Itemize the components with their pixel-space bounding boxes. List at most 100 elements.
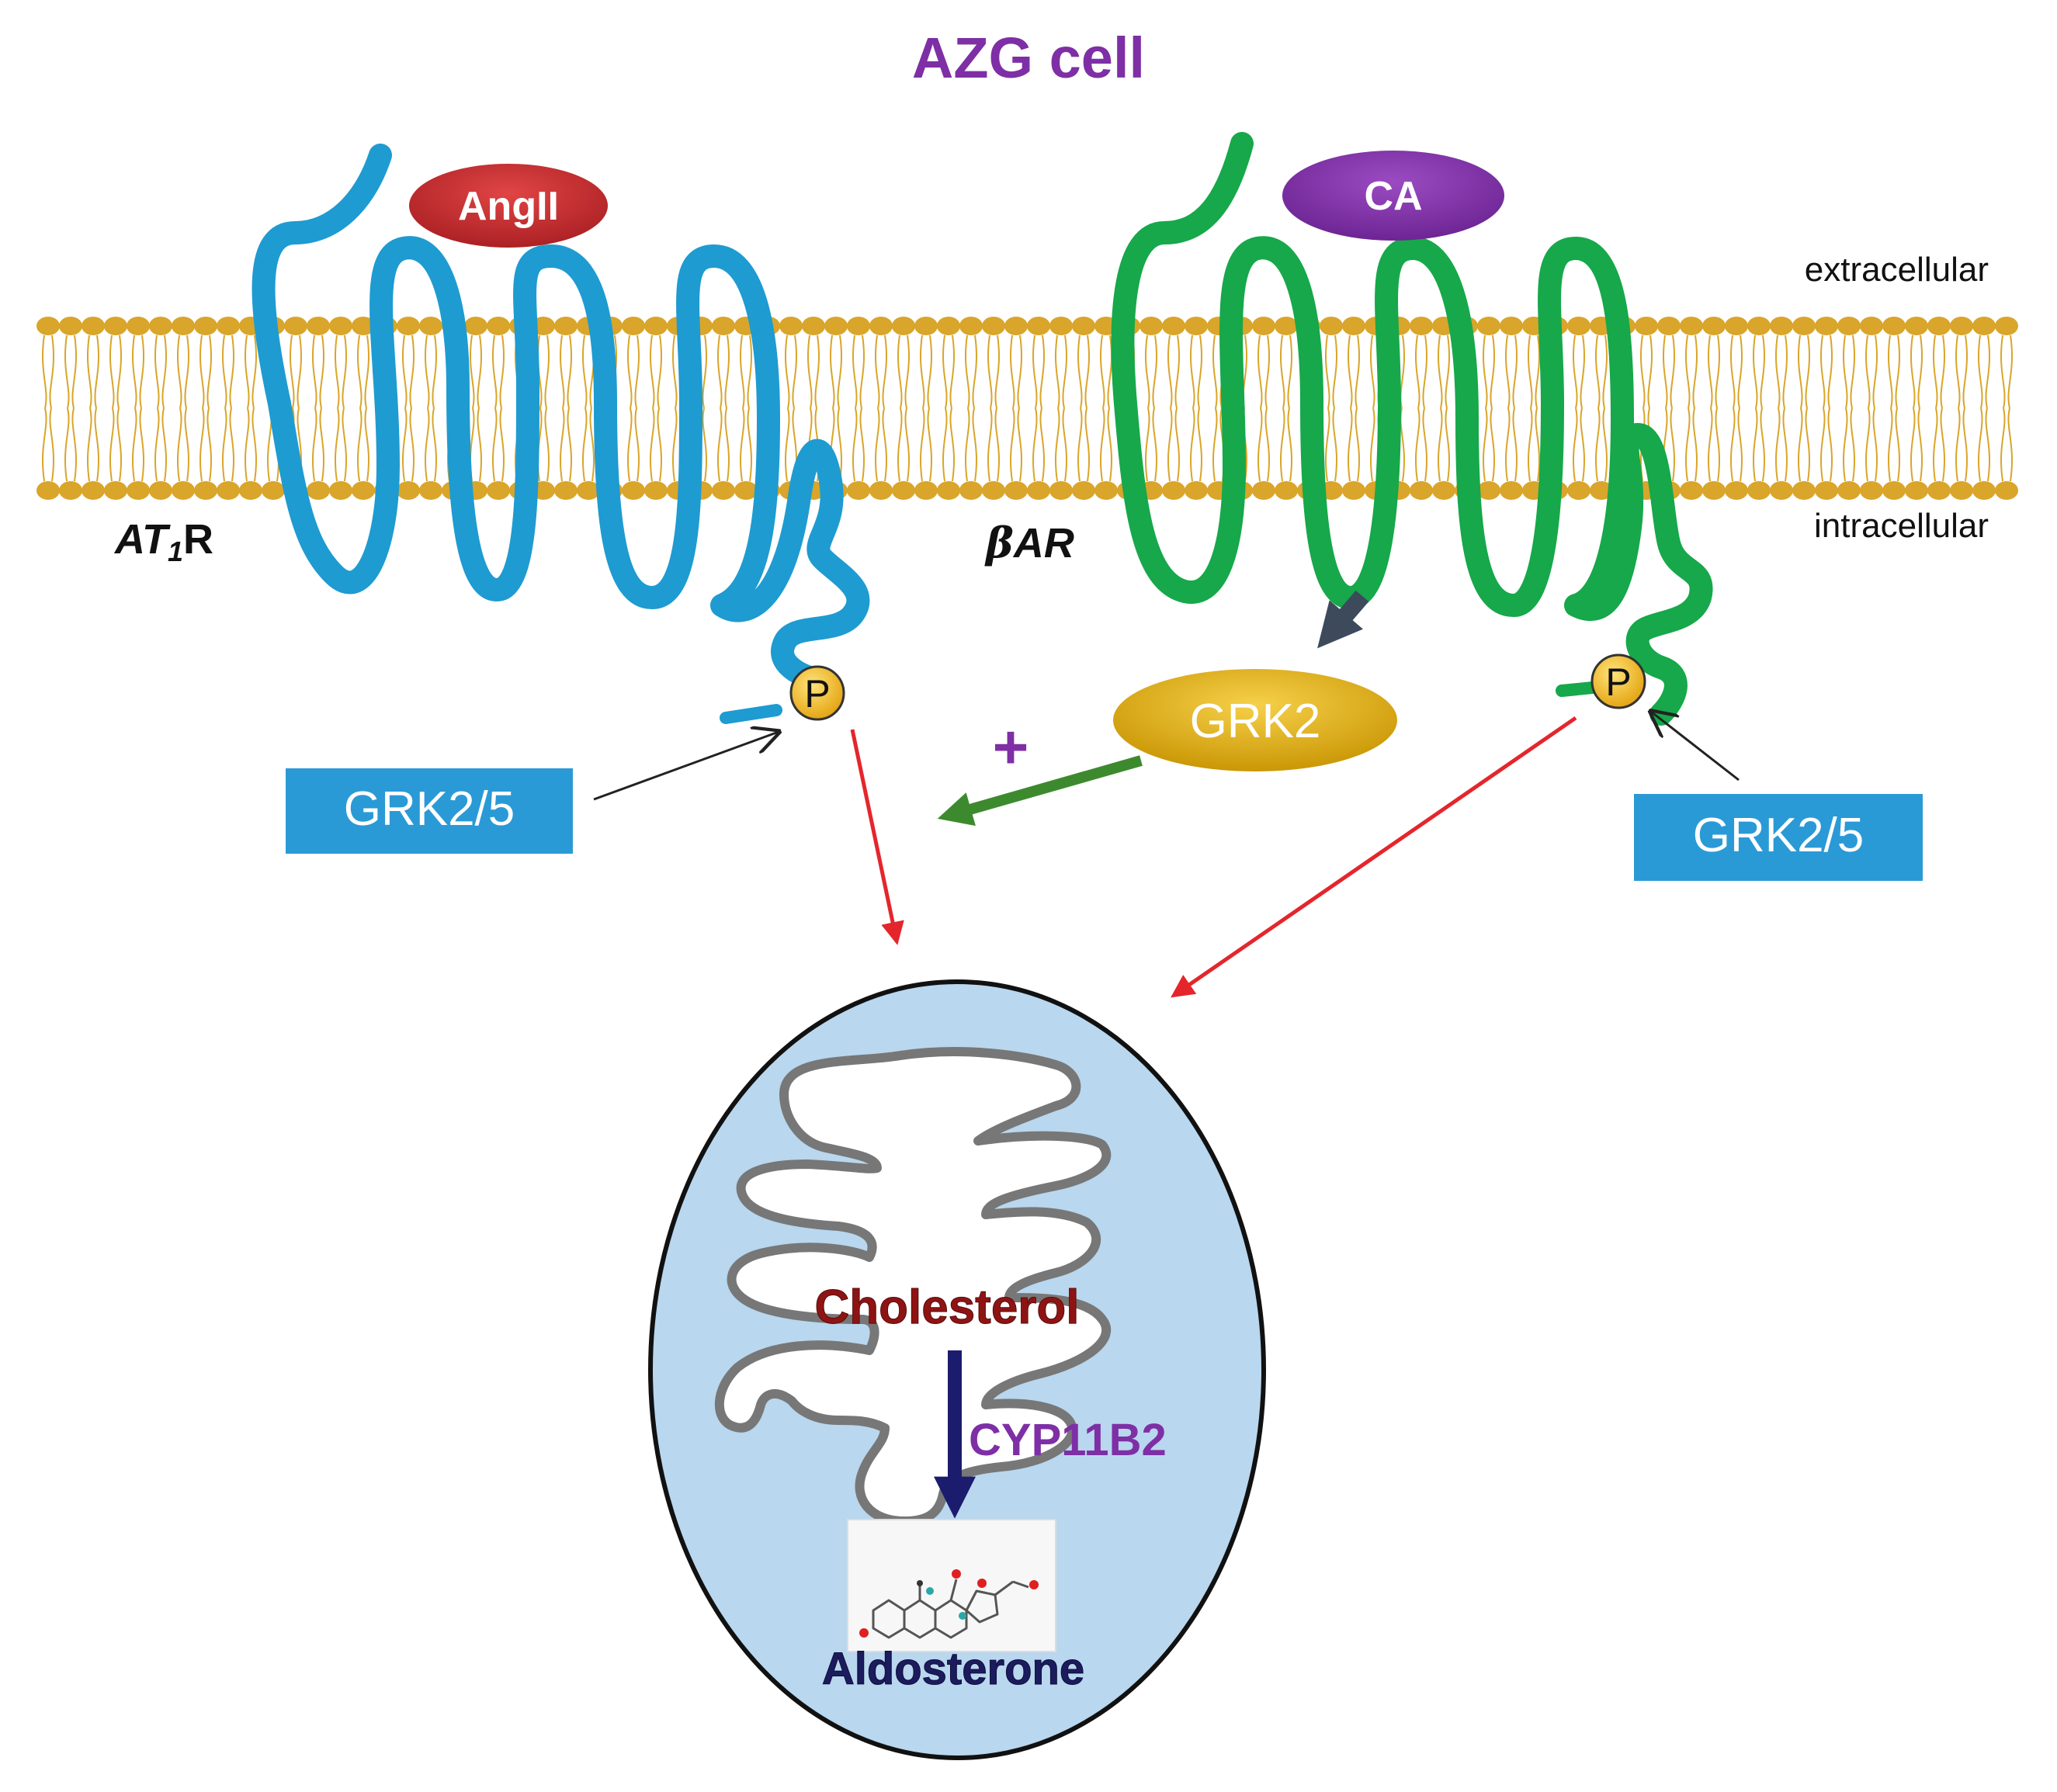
lipid-head bbox=[1252, 481, 1275, 500]
lipid-tails bbox=[1662, 334, 1676, 482]
lipid-head bbox=[36, 481, 60, 500]
lipid-tails bbox=[1932, 334, 1946, 482]
grk2-to-pathway-arrow bbox=[937, 755, 1143, 827]
grk25-left-label: GRK2/5 bbox=[344, 782, 515, 836]
lipid-head bbox=[1410, 317, 1433, 335]
lipid-head bbox=[352, 317, 375, 335]
angii-label: AngII bbox=[458, 184, 559, 229]
lipid-tails bbox=[919, 334, 933, 482]
lipid-head bbox=[1027, 317, 1050, 335]
lipid-tails bbox=[221, 334, 235, 482]
lipid-head bbox=[892, 317, 915, 335]
lipid-tails bbox=[1167, 334, 1181, 482]
lipid-tails bbox=[1819, 334, 1833, 482]
lipid-head bbox=[554, 317, 578, 335]
lipid-tails bbox=[2000, 334, 2014, 482]
lipid-head bbox=[869, 317, 893, 335]
lipid-head bbox=[1792, 481, 1816, 500]
lipid-head bbox=[1657, 317, 1681, 335]
lipid-head bbox=[712, 317, 735, 335]
lipid-head bbox=[847, 317, 870, 335]
extracellular-label: extracellular bbox=[1805, 251, 1989, 289]
lipid-head bbox=[1972, 317, 1996, 335]
grk25-right-box: GRK2/5 bbox=[1634, 794, 1923, 881]
lipid-tails bbox=[626, 334, 640, 482]
lipid-head bbox=[1477, 481, 1500, 500]
beta-ar-label: βAR bbox=[984, 518, 1074, 567]
lipid-head bbox=[1049, 317, 1073, 335]
lipid-tails bbox=[244, 334, 258, 482]
lipid-head bbox=[172, 481, 195, 500]
lipid-tails bbox=[829, 334, 843, 482]
lipid-head bbox=[712, 481, 735, 500]
lipid-tails bbox=[1977, 334, 1991, 482]
lipid-head bbox=[1680, 317, 1703, 335]
lipid-head bbox=[622, 317, 645, 335]
beta-ar-to-grk2-arrow bbox=[1317, 590, 1369, 649]
lipid-head bbox=[82, 317, 105, 335]
cholesterol-label: Cholesterol bbox=[814, 1281, 1079, 1334]
lipid-head bbox=[1747, 317, 1771, 335]
lipid-head bbox=[217, 317, 240, 335]
lipid-head bbox=[937, 481, 960, 500]
beta-ar-label-greek: β bbox=[984, 518, 1014, 567]
grk2-label: GRK2 bbox=[1190, 695, 1321, 748]
lipid-head bbox=[104, 317, 127, 335]
lipid-head bbox=[1094, 481, 1118, 500]
lipid-tails bbox=[154, 334, 168, 482]
lipid-tails bbox=[1594, 334, 1608, 482]
lipid-head bbox=[869, 481, 893, 500]
lipid-head bbox=[644, 481, 668, 500]
lipid-tails bbox=[109, 334, 123, 482]
lipid-head bbox=[464, 317, 487, 335]
lipid-head bbox=[329, 317, 352, 335]
lipid-tails bbox=[1077, 334, 1091, 482]
aldosterone-label: Aldosterone bbox=[822, 1644, 1084, 1694]
aldosterone-structure-image bbox=[847, 1519, 1056, 1652]
lipid-head bbox=[1972, 481, 1996, 500]
lipid-head bbox=[982, 317, 1005, 335]
lipid-head bbox=[149, 481, 172, 500]
lipid-head bbox=[644, 317, 668, 335]
lipid-tails bbox=[1347, 334, 1361, 482]
lipid-head bbox=[1590, 481, 1613, 500]
lipid-tails bbox=[334, 334, 348, 482]
lipid-head bbox=[914, 317, 938, 335]
lipid-head bbox=[284, 317, 307, 335]
lipid-head bbox=[1185, 481, 1208, 500]
lipid-head bbox=[1702, 481, 1726, 500]
at1r-label-tail: R bbox=[183, 516, 213, 563]
lipid-head bbox=[824, 317, 848, 335]
lipid-head bbox=[36, 317, 60, 335]
lipid-head bbox=[1770, 481, 1793, 500]
lipid-head bbox=[1027, 481, 1050, 500]
diagram-title: AZG cell bbox=[912, 26, 1145, 90]
lipid-tails bbox=[806, 334, 820, 482]
lipid-head bbox=[1432, 481, 1455, 500]
lipid-head bbox=[239, 481, 262, 500]
intracellular-label: intracellular bbox=[1814, 507, 1989, 545]
grk25-right-label: GRK2/5 bbox=[1693, 809, 1864, 862]
lipid-head bbox=[1410, 481, 1433, 500]
lipid-head bbox=[397, 481, 420, 500]
lipid-tails bbox=[1414, 334, 1428, 482]
lipid-tails bbox=[784, 334, 798, 482]
lipid-head bbox=[172, 317, 195, 335]
lipid-head bbox=[1905, 481, 1928, 500]
lipid-tails bbox=[1572, 334, 1586, 482]
lipid-head bbox=[127, 317, 150, 335]
p-right-to-mito-arrow bbox=[1171, 716, 1577, 998]
ca-label: CA bbox=[1364, 174, 1422, 219]
lipid-tails bbox=[559, 334, 573, 482]
lipid-bilayer bbox=[36, 317, 2018, 500]
phospho-right-label: P bbox=[1605, 660, 1631, 704]
lipid-tails bbox=[1707, 334, 1721, 482]
lipid-head bbox=[1747, 481, 1771, 500]
lipid-tails bbox=[401, 334, 415, 482]
lipid-head bbox=[127, 481, 150, 500]
lipid-head bbox=[734, 481, 758, 500]
lipid-head bbox=[59, 481, 82, 500]
lipid-head bbox=[982, 481, 1005, 500]
lipid-tails bbox=[1842, 334, 1856, 482]
lipid-head bbox=[1140, 317, 1163, 335]
